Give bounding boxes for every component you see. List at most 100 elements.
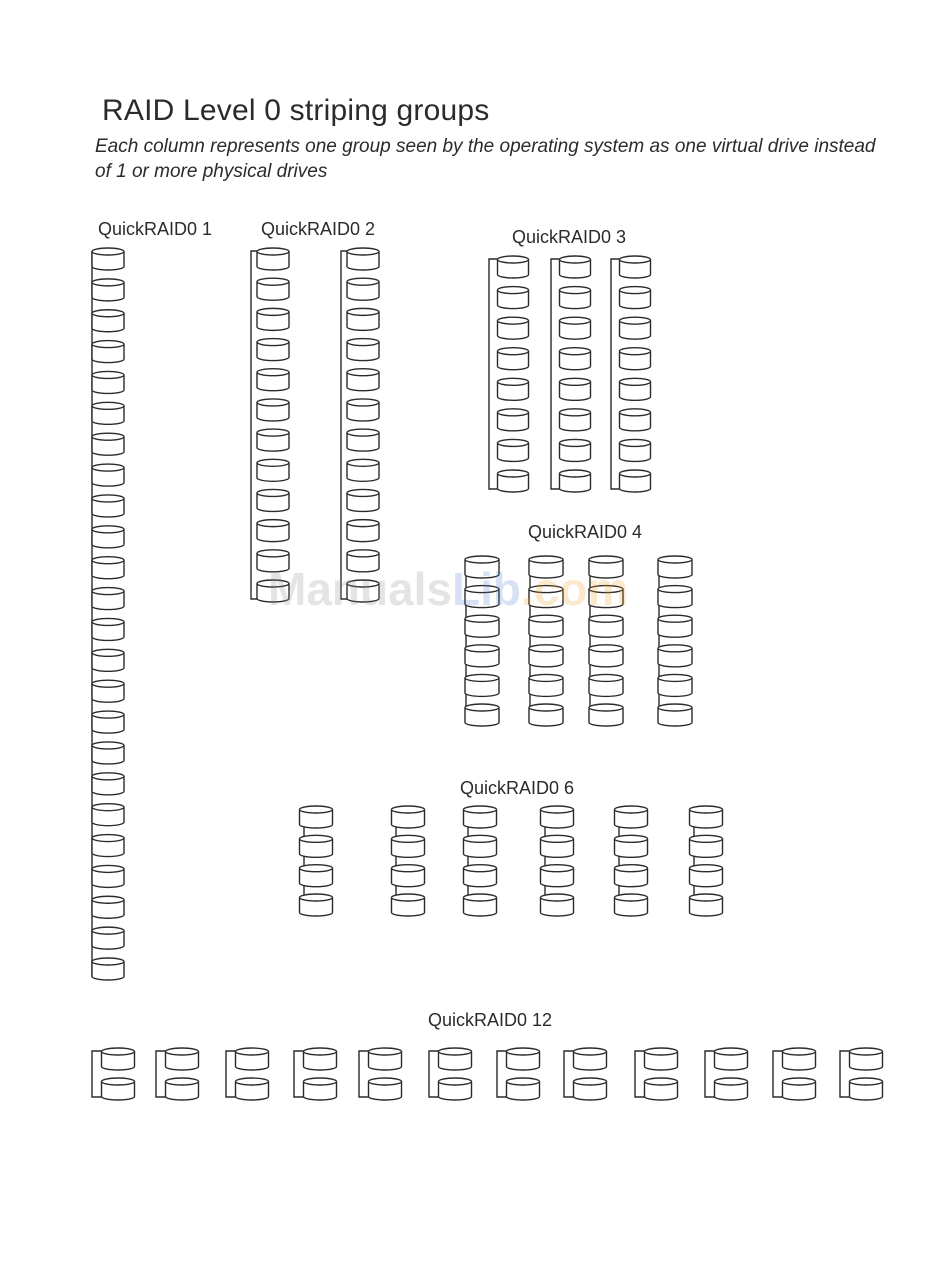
disk-drive-icon — [498, 409, 529, 431]
disk-drive-icon — [560, 287, 591, 309]
disk-drive-icon — [529, 615, 563, 637]
watermark-part-2: Lib — [452, 563, 521, 615]
disk-drive-icon — [92, 526, 124, 548]
disk-drive-icon — [560, 439, 591, 461]
disk-drive-icon — [257, 339, 289, 361]
raid-column — [341, 248, 379, 602]
stripe-bracket — [251, 251, 257, 599]
disk-drive-icon — [92, 649, 124, 671]
disk-drive-icon — [541, 865, 574, 887]
disk-drive-icon — [658, 645, 692, 667]
stripe-bracket — [341, 251, 347, 599]
raid-column — [690, 806, 723, 916]
disk-drive-icon — [465, 645, 499, 667]
raid-column — [551, 256, 591, 492]
disk-drive-icon — [300, 835, 333, 857]
stripe-bracket — [226, 1051, 236, 1097]
disk-drive-icon — [300, 894, 333, 916]
disk-drive-icon — [257, 459, 289, 481]
disk-drive-icon — [574, 1048, 607, 1070]
disk-drive-icon — [850, 1078, 883, 1100]
disk-drive-icon — [347, 399, 379, 421]
disk-drive-icon — [347, 339, 379, 361]
disk-drive-icon — [166, 1048, 199, 1070]
disk-drive-icon — [464, 894, 497, 916]
raid-column — [705, 1048, 748, 1100]
disk-drive-icon — [347, 248, 379, 270]
disk-drive-icon — [92, 588, 124, 610]
raid-group-1 — [92, 248, 124, 980]
disk-drive-icon — [92, 896, 124, 918]
disk-drive-icon — [92, 371, 124, 393]
disk-drive-icon — [92, 742, 124, 764]
disk-drive-icon — [541, 835, 574, 857]
disk-drive-icon — [690, 894, 723, 916]
group-label-quickraid0-1: QuickRAID0 1 — [98, 219, 212, 240]
raid-column — [489, 256, 529, 492]
disk-drive-icon — [574, 1078, 607, 1100]
disk-drive-icon — [658, 586, 692, 608]
disk-drive-icon — [645, 1048, 678, 1070]
disk-drive-icon — [92, 835, 124, 857]
raid-column — [429, 1048, 472, 1100]
disk-drive-icon — [615, 835, 648, 857]
disk-drive-icon — [619, 470, 650, 492]
disk-drive-icon — [529, 645, 563, 667]
group-label-quickraid0-12: QuickRAID0 12 — [428, 1010, 552, 1031]
disk-drive-icon — [257, 399, 289, 421]
disk-drive-icon — [439, 1048, 472, 1070]
watermark-part-1: Manuals — [268, 563, 452, 615]
watermark: ManualsLib.com — [268, 562, 628, 616]
disk-drive-icon — [257, 520, 289, 542]
raid-group-5 — [300, 806, 723, 916]
raid-column — [564, 1048, 607, 1100]
disk-drive-icon — [92, 804, 124, 826]
disk-drive-icon — [392, 806, 425, 828]
disk-drive-icon — [464, 806, 497, 828]
disk-drive-icon — [541, 806, 574, 828]
disk-drive-icon — [619, 287, 650, 309]
disk-drive-icon — [92, 433, 124, 455]
disk-drive-icon — [658, 674, 692, 696]
disk-drive-icon — [439, 1078, 472, 1100]
disk-drive-icon — [783, 1078, 816, 1100]
disk-drive-icon — [690, 865, 723, 887]
disk-drive-icon — [392, 865, 425, 887]
disk-drive-icon — [507, 1048, 540, 1070]
disk-drive-icon — [589, 674, 623, 696]
disk-drive-icon — [615, 806, 648, 828]
disk-drive-icon — [619, 348, 650, 370]
raid-column — [497, 1048, 540, 1100]
disk-drive-icon — [102, 1078, 135, 1100]
disk-drive-icon — [300, 806, 333, 828]
disk-drive-icon — [465, 704, 499, 726]
disk-drive-icon — [619, 439, 650, 461]
raid-column — [658, 556, 692, 726]
stripe-bracket — [156, 1051, 166, 1097]
disk-drive-icon — [645, 1078, 678, 1100]
disk-drive-icon — [498, 287, 529, 309]
disk-drive-icon — [347, 278, 379, 300]
disk-drive-icon — [92, 279, 124, 301]
disk-drive-icon — [619, 317, 650, 339]
raid-column — [226, 1048, 269, 1100]
stripe-bracket — [658, 559, 659, 723]
stripe-bracket — [773, 1051, 783, 1097]
raid-column — [615, 806, 648, 916]
raid-column — [294, 1048, 337, 1100]
disk-drive-icon — [257, 278, 289, 300]
stripe-bracket — [840, 1051, 850, 1097]
disk-drive-icon — [257, 429, 289, 451]
raid-column — [392, 806, 425, 916]
disk-drive-icon — [589, 645, 623, 667]
disk-drive-icon — [498, 470, 529, 492]
disk-drive-icon — [560, 256, 591, 278]
disk-drive-icon — [347, 489, 379, 511]
disk-drive-icon — [690, 806, 723, 828]
disk-drive-icon — [529, 704, 563, 726]
stripe-bracket — [705, 1051, 715, 1097]
raid-column — [773, 1048, 816, 1100]
disk-drive-icon — [257, 369, 289, 391]
raid-column — [464, 806, 497, 916]
